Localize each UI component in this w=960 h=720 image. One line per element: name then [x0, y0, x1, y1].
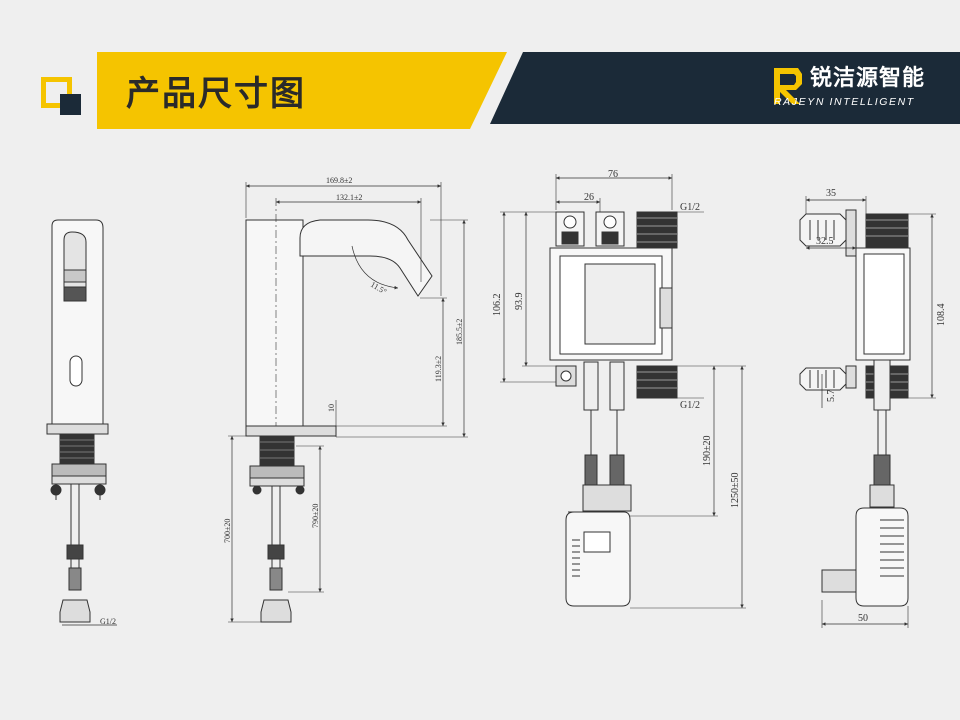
brand-band: [490, 52, 960, 124]
square-logo-icon: [41, 77, 72, 108]
dim-overall-width: 169.8±2: [326, 176, 352, 185]
dim-side-screw: 5.7: [826, 390, 837, 403]
dim-spout-angle: 11.5°: [369, 280, 388, 296]
front-thread-label: G1/2: [100, 617, 116, 626]
dim-adapter-width: 50: [858, 613, 868, 624]
dim-hose-short: 700±20: [223, 519, 232, 543]
dim-cable-total: 1250±50: [730, 473, 741, 509]
dim-body-height: 119.3±2: [434, 356, 443, 382]
dim-thread-bottom: G1/2: [680, 400, 700, 411]
dim-side-depth: 35: [826, 188, 836, 199]
dim-hose-long: 790±20: [311, 504, 320, 528]
title-band: [97, 52, 507, 129]
page-title: 产品尺寸图: [126, 74, 306, 114]
dim-thread-top: G1/2: [680, 202, 700, 213]
brand-r-logo-icon: [774, 68, 802, 104]
square-logo-fill: [60, 94, 81, 115]
dim-base-thickness: 10: [327, 404, 336, 412]
faucet-side-view: [228, 182, 468, 623]
dim-height-inner: 93.9: [514, 293, 525, 311]
dim-cable-to-adapter: 190±20: [702, 436, 713, 467]
faucet-front-view: [46, 219, 117, 626]
header: 产品尺寸图 锐洁源智能 RAJEYN INTELLIGENT: [0, 0, 960, 150]
dim-spout-reach: 132.1±2: [336, 193, 362, 202]
dim-height-outer: 106.2: [492, 294, 503, 317]
dim-inlet-spacing: 26: [584, 192, 594, 203]
dim-total-height: 185.5±2: [455, 319, 464, 345]
brand-name: 锐洁源智能: [810, 66, 926, 91]
dim-box-width: 76: [608, 169, 618, 180]
technical-drawing: G1/2: [46, 169, 947, 628]
control-box-front-view: [500, 174, 746, 609]
brand-subtitle: RAJEYN INTELLIGENT: [774, 96, 915, 108]
dim-side-height: 108.4: [936, 304, 947, 327]
control-box-side-view: [799, 196, 936, 628]
dim-side-bracket: 32.5: [816, 236, 834, 247]
